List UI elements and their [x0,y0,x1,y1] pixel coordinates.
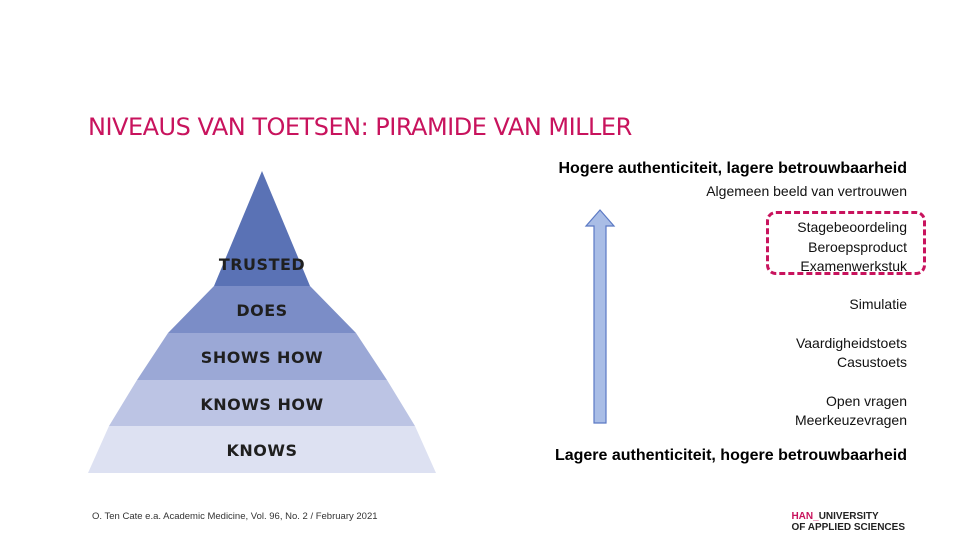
up-arrow-icon [584,209,616,424]
pyramid-level-shows-how [137,333,387,380]
boxed-item-1: Stagebeoordeling [797,219,907,235]
pyramid-level-trusted [214,171,310,286]
pyramid-label-knows-how: KNOWS HOW [200,395,323,414]
pyramid-level-knows [88,426,436,473]
item-simulation: Simulatie [849,296,907,312]
top-heading: Hogere authenticiteit, lagere betrouwbaa… [558,160,907,177]
slide-title: NIVEAUS VAN TOETSEN: PIRAMIDE VAN MILLER [88,113,632,141]
top-subheading: Algemeen beeld van vertrouwen [706,183,907,199]
pyramid-label-trusted: TRUSTED [219,255,305,274]
pyramid-label-does: DOES [236,301,287,320]
pyramid-level-knows-how [109,380,415,426]
item-case-test: Casustoets [836,354,907,370]
citation: O. Ten Cate e.a. Academic Medicine, Vol.… [92,511,378,522]
pyramid-label-shows-how: SHOWS HOW [201,348,323,367]
pyramid-level-does [168,286,356,333]
boxed-item-2: Beroepsproduct [808,239,907,255]
bottom-heading: Lagere authenticiteit, hogere betrouwbaa… [554,447,907,464]
pyramid-label-knows: KNOWS [226,441,297,460]
highlight-box [766,211,926,275]
item-open-questions: Open vragen [826,393,907,409]
logo-line2: OF APPLIED SCIENCES [791,522,905,533]
item-skills-test: Vaardigheidstoets [795,335,907,351]
han-logo: HAN_UNIVERSITY OF APPLIED SCIENCES [791,511,905,533]
logo-underscore: _ [813,511,819,522]
item-multiple-choice: Meerkeuzevragen [794,412,907,428]
logo-han: HAN [791,511,814,522]
logo-line1: UNIVERSITY [818,511,879,522]
boxed-item-3: Examenwerkstuk [800,258,907,274]
